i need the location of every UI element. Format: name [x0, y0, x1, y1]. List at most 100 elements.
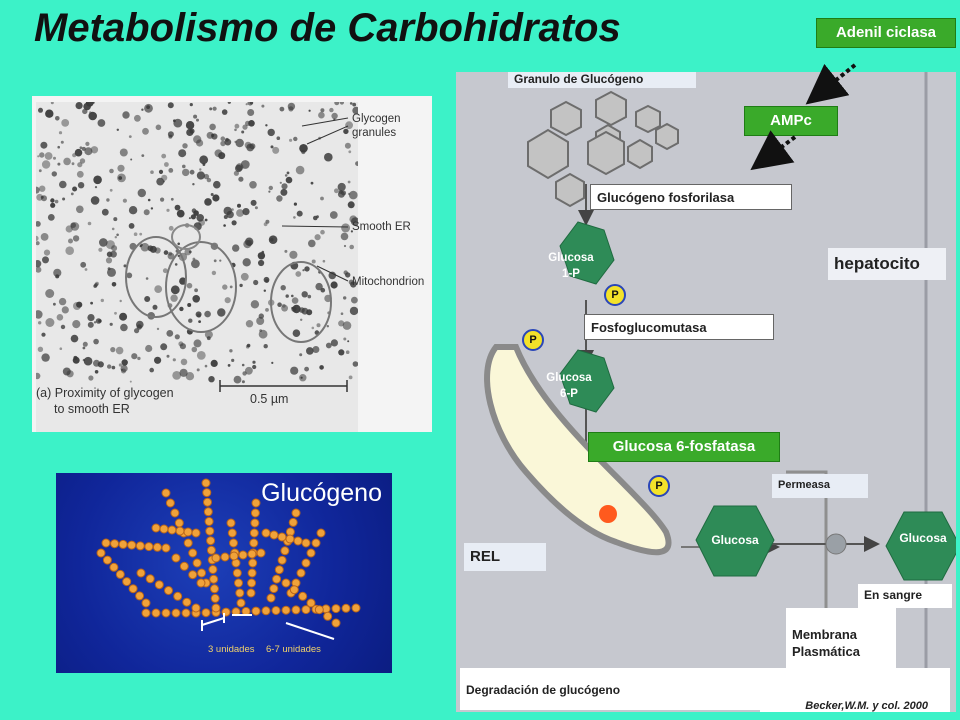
glycogen-granule-dot — [56, 314, 64, 321]
glycogen-granule-dot — [224, 297, 231, 304]
glycogen-granule-dot — [193, 114, 198, 119]
glucogeno-fosforilasa-label: Glucógeno fosforilasa — [590, 184, 792, 210]
glycogen-granule-dot — [115, 346, 124, 355]
glycogen-granule-dot — [206, 131, 214, 139]
glycogen-granule-dot — [179, 306, 184, 312]
glycogen-granule-dot — [101, 208, 109, 216]
glycogen-granule-dot — [234, 128, 237, 132]
glycogen-granule-dot — [279, 181, 282, 184]
glucose-bead — [196, 578, 206, 588]
glycogen-granule-dot — [235, 163, 244, 171]
glycogen-granule-dot — [265, 308, 269, 312]
glycogen-granule-dot — [291, 306, 297, 312]
glycogen-granule-dot — [111, 282, 117, 287]
glucose-bead — [271, 606, 281, 615]
glycogen-granule-dot — [196, 351, 206, 360]
glycogen-granule-dot — [329, 107, 334, 113]
glucose-bead — [316, 528, 326, 538]
glycogen-granule-dot — [343, 128, 349, 135]
glucose-bead — [291, 605, 301, 615]
glycogen-granule-dot — [324, 152, 333, 162]
glycogen-granule-dot — [189, 103, 193, 107]
glycogen-granule-dot — [241, 363, 245, 367]
granule-label: Granulo de Glucógeno — [508, 72, 696, 88]
glycogen-granule-dot — [318, 111, 325, 119]
glycogen-granule-dot — [174, 204, 181, 211]
glycogen-granule-dot — [331, 112, 338, 120]
degradacion-label: Degradación de glucógeno — [460, 668, 760, 710]
glucose-bead — [183, 538, 193, 548]
glycogen-granule-dot — [137, 356, 141, 361]
glucose-bead — [203, 497, 212, 507]
glycogen-granule-dot — [87, 314, 95, 322]
glycogen-granule-dot — [119, 148, 128, 157]
glycogen-granule-dot — [308, 109, 311, 112]
glycogen-granule-dot — [330, 281, 338, 289]
glycogen-granule-dot — [36, 266, 42, 273]
glycogen-granule-dot — [36, 193, 44, 201]
glycogen-granule-dot — [154, 285, 163, 293]
glycogen-granule-dot — [257, 252, 266, 260]
glycogen-granule-dot — [186, 282, 193, 289]
glycogen-granule-dot — [199, 168, 202, 171]
glucose-bead — [191, 528, 201, 538]
glycogen-granule-dot — [319, 365, 324, 370]
glycogen-granule-dot — [123, 264, 127, 268]
glycogen-granule-dot — [156, 177, 165, 186]
glycogen-granule-dot — [63, 157, 71, 166]
glycogen-granule-dot — [304, 266, 310, 272]
glucose-bead — [144, 542, 154, 552]
glycogen-granule-dot — [345, 272, 351, 278]
glycogen-granule-dot — [36, 260, 42, 268]
glucose-bead — [128, 584, 138, 594]
glycogen-granule-dot — [320, 108, 325, 113]
glucose-bead — [182, 597, 192, 607]
glucose-bead — [161, 488, 171, 498]
glycogen-granule-dot — [209, 123, 216, 131]
glucose-bead — [204, 517, 214, 526]
glycogen-granule-dot — [142, 127, 149, 135]
glycogen-granule-dot — [172, 358, 176, 362]
glycogen-granule-dot — [348, 279, 354, 285]
glycogen-granule-dot — [79, 146, 83, 150]
glycogen-granule-dot — [82, 358, 86, 362]
glycogen-granule-dot — [36, 372, 41, 380]
glycogen-title: Glucógeno — [261, 479, 382, 507]
glucose-bead — [201, 608, 211, 618]
glucose-bead — [246, 588, 256, 598]
glycogen-granule-dot — [320, 196, 324, 201]
glycogen-granule-dot — [211, 270, 217, 276]
glycogen-granule-dot — [196, 118, 199, 122]
glycogen-granule-dot — [259, 329, 263, 332]
unit-label-6-7: 6-7 unidades — [266, 644, 321, 655]
glucose-bead — [192, 558, 202, 568]
glucose-bead — [206, 545, 216, 555]
glycogen-granule-dot — [75, 102, 83, 110]
glycogen-granule-dot — [39, 185, 46, 192]
glucose-bead — [181, 608, 191, 618]
glucose-bead — [127, 540, 137, 550]
glycogen-granule-dot — [345, 350, 350, 354]
glucose-bead — [183, 527, 193, 537]
glycogen-granule-dot — [290, 366, 299, 375]
glycogen-granule-dot — [68, 238, 73, 244]
glycogen-granule-dot — [45, 318, 55, 327]
glucose-bead — [171, 553, 181, 563]
glycogen-granule-dot — [128, 223, 135, 229]
glycogen-granule-dot — [55, 274, 60, 279]
glycogen-granule-dot — [239, 283, 243, 288]
glucose-bead — [206, 536, 216, 546]
glucose-bead — [141, 608, 151, 618]
glucose-bead — [135, 591, 145, 601]
adenil-ciclasa-label: Adenil ciclasa — [816, 18, 956, 48]
glycogen-granule-dot — [222, 284, 228, 290]
glucose-bead — [203, 507, 213, 517]
glycogen-granule-dot — [245, 344, 250, 349]
glycogen-granule-dot — [186, 128, 194, 136]
glucose-bead — [188, 570, 198, 580]
glycogen-granule-dot — [163, 250, 169, 255]
glycogen-granule-dot — [149, 367, 154, 373]
glucose-bead — [250, 518, 260, 528]
glucose-bead — [247, 578, 257, 588]
glycogen-granule-dot — [72, 186, 78, 192]
